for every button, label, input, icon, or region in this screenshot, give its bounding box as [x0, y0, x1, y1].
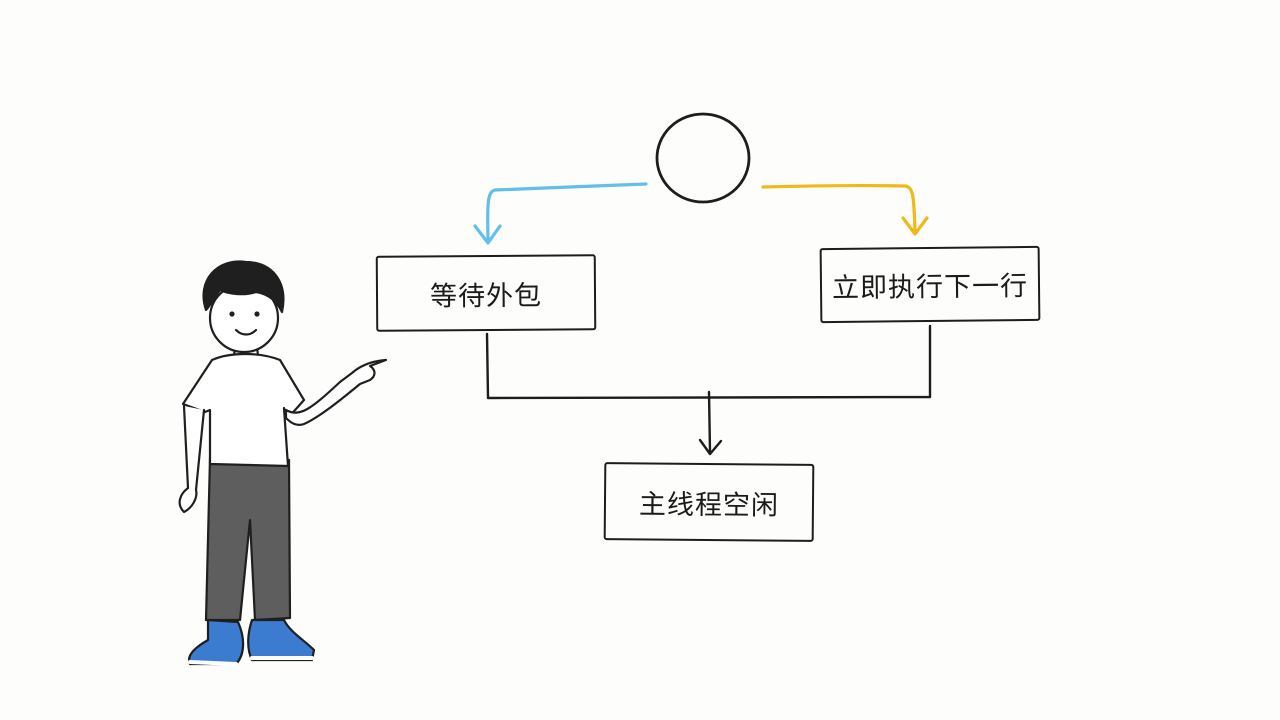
node-execute-next-line: 立即执行下一行	[819, 245, 1041, 324]
decision-circle-icon	[655, 112, 751, 204]
arrow-to-next	[761, 183, 929, 236]
node-idle-label: 主线程空闲	[638, 488, 780, 522]
node-wait-label: 等待外包	[429, 280, 543, 312]
node-wait: 等待外包	[375, 254, 597, 332]
node-main-thread-idle: 主线程空闲	[603, 462, 815, 542]
node-next-label: 立即执行下一行	[831, 270, 1029, 305]
merge-connector	[485, 324, 932, 456]
arrow-to-wait	[473, 182, 648, 245]
person-pointing-icon	[178, 260, 388, 666]
